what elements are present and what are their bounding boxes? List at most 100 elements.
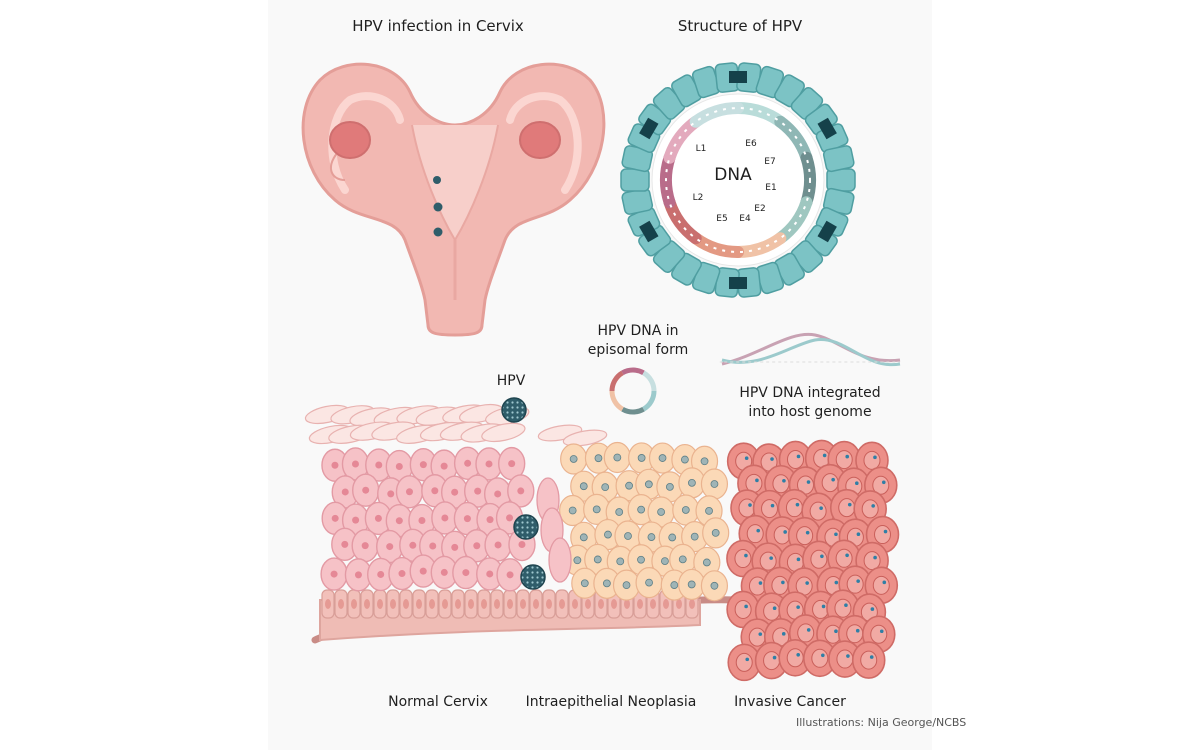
basal-cell-nucleus: [689, 599, 695, 609]
basal-cell-nucleus: [442, 599, 448, 609]
cancer-cell-nucleus: [786, 648, 804, 668]
integrated-hpv-marker: [744, 604, 748, 609]
infected-nucleus: [616, 557, 625, 566]
hpv-virus-particles: [501, 397, 546, 590]
infected-nucleus: [710, 581, 719, 590]
gene-label-e1: E1: [765, 183, 777, 193]
cancer-cell-nucleus: [870, 624, 888, 644]
cancer-cell-nucleus: [821, 473, 839, 493]
dna-helix-rungs: [665, 107, 811, 253]
integrated-hpv-marker: [795, 502, 800, 507]
cancer-cell-nucleus: [734, 599, 752, 619]
cancer-cell-nucleus: [863, 450, 881, 470]
cancer-cell-nucleus: [761, 499, 779, 519]
cell-nucleus: [386, 543, 394, 551]
cell-nucleus: [354, 571, 362, 579]
integrated-hpv-marker: [845, 454, 850, 459]
basal-cell-nucleus: [546, 599, 552, 609]
cell-nucleus: [405, 488, 413, 496]
infected-nucleus: [594, 454, 603, 463]
gene-label-l2: L2: [692, 193, 704, 203]
episome-segment: [621, 406, 645, 415]
basal-cell-nucleus: [650, 599, 656, 609]
infected-nucleus: [624, 532, 632, 540]
cell-nucleus: [474, 487, 482, 495]
infected-nucleus: [668, 533, 677, 542]
cancer-cell-nucleus: [746, 524, 764, 544]
cell-nucleus: [361, 542, 369, 550]
integrated-hpv-marker: [870, 607, 875, 611]
cancer-cell-nucleus: [872, 475, 890, 495]
infected-nucleus: [688, 478, 696, 487]
cell-nucleus: [486, 516, 494, 524]
integrated-hpv-marker: [782, 478, 786, 483]
cell-nucleus: [398, 570, 406, 578]
integrated-hpv-marker: [834, 580, 839, 585]
cell-nucleus: [464, 459, 472, 467]
cancer-cell-nucleus: [759, 551, 777, 571]
integrated-hpv-marker: [821, 653, 825, 658]
cancer-cell-nucleus: [738, 498, 756, 518]
basal-cell-nucleus: [325, 599, 331, 609]
infected-nucleus: [637, 454, 646, 462]
cell-nucleus: [508, 460, 516, 468]
capsid-protein-marker: [817, 117, 837, 140]
infected-nucleus: [573, 556, 582, 565]
cell-nucleus: [351, 460, 359, 468]
infected-nucleus: [622, 581, 631, 590]
cell-nucleus: [431, 487, 439, 495]
integrated-hpv-marker: [772, 606, 777, 611]
cell-nucleus: [419, 461, 427, 469]
cell-nucleus: [331, 461, 339, 469]
squamous-surface-cell: [481, 422, 526, 443]
integrated-hpv-marker: [806, 628, 811, 632]
cancer-cell-nucleus: [846, 624, 864, 644]
basal-cell-nucleus: [468, 599, 474, 609]
integrated-hpv-marker: [796, 605, 800, 609]
cell-nucleus: [462, 569, 470, 577]
basal-cell-nucleus: [520, 599, 526, 609]
integrated-hpv-marker: [873, 455, 877, 460]
cell-nucleus: [377, 570, 385, 578]
integrated-hpv-marker: [883, 529, 888, 534]
cell-nucleus: [387, 490, 395, 498]
basal-cell-nucleus: [403, 599, 409, 609]
cancer-cell-nucleus: [763, 601, 781, 621]
infected-nucleus: [700, 457, 709, 466]
cell-nucleus: [352, 516, 360, 524]
basal-cell-nucleus: [338, 599, 344, 609]
cell-nucleus: [419, 567, 427, 575]
infected-nucleus: [658, 454, 667, 462]
cell-nucleus: [395, 517, 403, 525]
basal-cell-nucleus: [481, 599, 487, 609]
cancer-cell-nucleus: [773, 525, 791, 545]
epithelium-tissue: [304, 403, 900, 682]
cancer-cell-nucleus: [734, 549, 752, 569]
integrated-hpv-marker: [855, 481, 859, 486]
cancer-cell-nucleus: [748, 576, 766, 596]
cancer-cell-nucleus: [748, 627, 766, 647]
episome-segment: [609, 390, 624, 412]
integrated-hpv-marker: [805, 530, 810, 535]
integrated-hpv-marker: [879, 629, 884, 634]
integrated-hpv-marker: [855, 628, 860, 633]
infected-nucleus: [602, 579, 611, 588]
integrated-hpv-marker: [873, 555, 877, 560]
integrated-hpv-marker: [834, 629, 838, 634]
cancer-cell-nucleus: [797, 623, 815, 643]
cell-nucleus: [486, 570, 494, 578]
cell-nucleus: [331, 514, 339, 522]
infected-nucleus: [670, 581, 679, 589]
stage-normal-cervix: Normal Cervix: [388, 694, 488, 710]
hpv-virion: [620, 62, 856, 298]
episome-segment: [621, 367, 645, 376]
cancer-cell-nucleus: [846, 574, 864, 594]
stage-intraepithelial-neoplasia: Intraepithelial Neoplasia: [525, 694, 697, 710]
integrated-hpv-marker: [806, 480, 811, 484]
cell-nucleus: [463, 515, 471, 523]
cancer-cell-nucleus: [785, 498, 803, 518]
integrated-hpv-marker: [744, 553, 748, 558]
cell-nucleus: [440, 568, 448, 576]
integrated-hpv-marker: [796, 557, 801, 562]
